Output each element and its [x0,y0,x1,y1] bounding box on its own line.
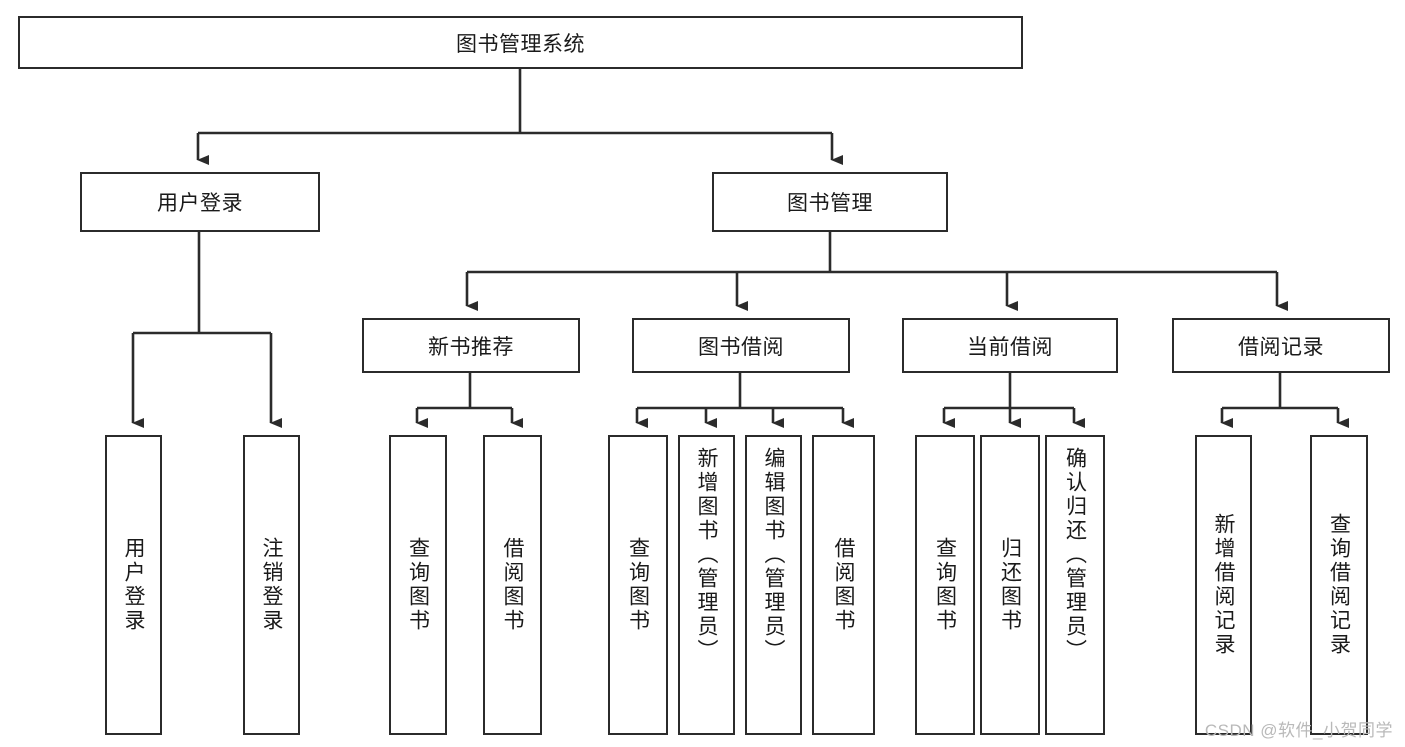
node-leaf-add-borrow-record[interactable]: 新增借阅记录 [1195,435,1252,735]
node-leaf-query-borrow-record-label: 查询借阅记录 [1327,513,1351,657]
node-book-borrow-label: 图书借阅 [698,335,784,359]
node-leaf-query-book-borrow-label: 查询图书 [626,537,650,633]
node-leaf-return-book[interactable]: 归还图书 [980,435,1040,735]
node-new-book-recommend[interactable]: 新书推荐 [362,318,580,373]
node-leaf-query-book-recommend[interactable]: 查询图书 [389,435,447,735]
node-root[interactable]: 图书管理系统 [18,16,1023,69]
node-leaf-confirm-return-admin-label: 确认归还（管理员） [1063,447,1087,663]
node-borrow-record[interactable]: 借阅记录 [1172,318,1390,373]
node-leaf-confirm-return-admin[interactable]: 确认归还（管理员） [1045,435,1105,735]
node-borrow-record-label: 借阅记录 [1238,335,1324,359]
node-leaf-borrow-book-recommend[interactable]: 借阅图书 [483,435,542,735]
node-leaf-query-borrow-record[interactable]: 查询借阅记录 [1310,435,1368,735]
node-leaf-borrow-book-recommend-label: 借阅图书 [501,537,524,633]
node-leaf-user-login[interactable]: 用户登录 [105,435,162,735]
node-new-book-recommend-label: 新书推荐 [428,335,514,359]
node-leaf-return-book-label: 归还图书 [998,537,1022,633]
node-leaf-query-book-recommend-label: 查询图书 [406,537,430,633]
node-root-label: 图书管理系统 [456,32,585,56]
csdn-watermark: CSDN @软件_小贺同学 [1204,721,1393,740]
node-leaf-query-book-borrow[interactable]: 查询图书 [608,435,668,735]
node-leaf-add-borrow-record-label: 新增借阅记录 [1212,513,1235,657]
node-leaf-logout-label: 注销登录 [260,537,283,633]
node-leaf-add-book-admin-label: 新增图书（管理员） [695,447,718,663]
node-leaf-borrow-book-label: 借阅图书 [832,537,855,633]
node-book-management[interactable]: 图书管理 [712,172,948,232]
node-leaf-edit-book-admin[interactable]: 编辑图书（管理员） [745,435,802,735]
node-user-login-label: 用户登录 [157,192,243,215]
node-book-borrow[interactable]: 图书借阅 [632,318,850,373]
node-leaf-query-book-current-label: 查询图书 [933,537,957,633]
node-leaf-query-book-current[interactable]: 查询图书 [915,435,975,735]
node-leaf-user-login-label: 用户登录 [122,537,145,633]
node-leaf-logout[interactable]: 注销登录 [243,435,300,735]
node-leaf-add-book-admin[interactable]: 新增图书（管理员） [678,435,735,735]
node-current-borrow-label: 当前借阅 [967,335,1053,359]
node-book-management-label: 图书管理 [787,192,873,215]
node-leaf-borrow-book[interactable]: 借阅图书 [812,435,875,735]
node-leaf-edit-book-admin-label: 编辑图书（管理员） [762,447,785,663]
node-current-borrow[interactable]: 当前借阅 [902,318,1118,373]
node-user-login[interactable]: 用户登录 [80,172,320,232]
